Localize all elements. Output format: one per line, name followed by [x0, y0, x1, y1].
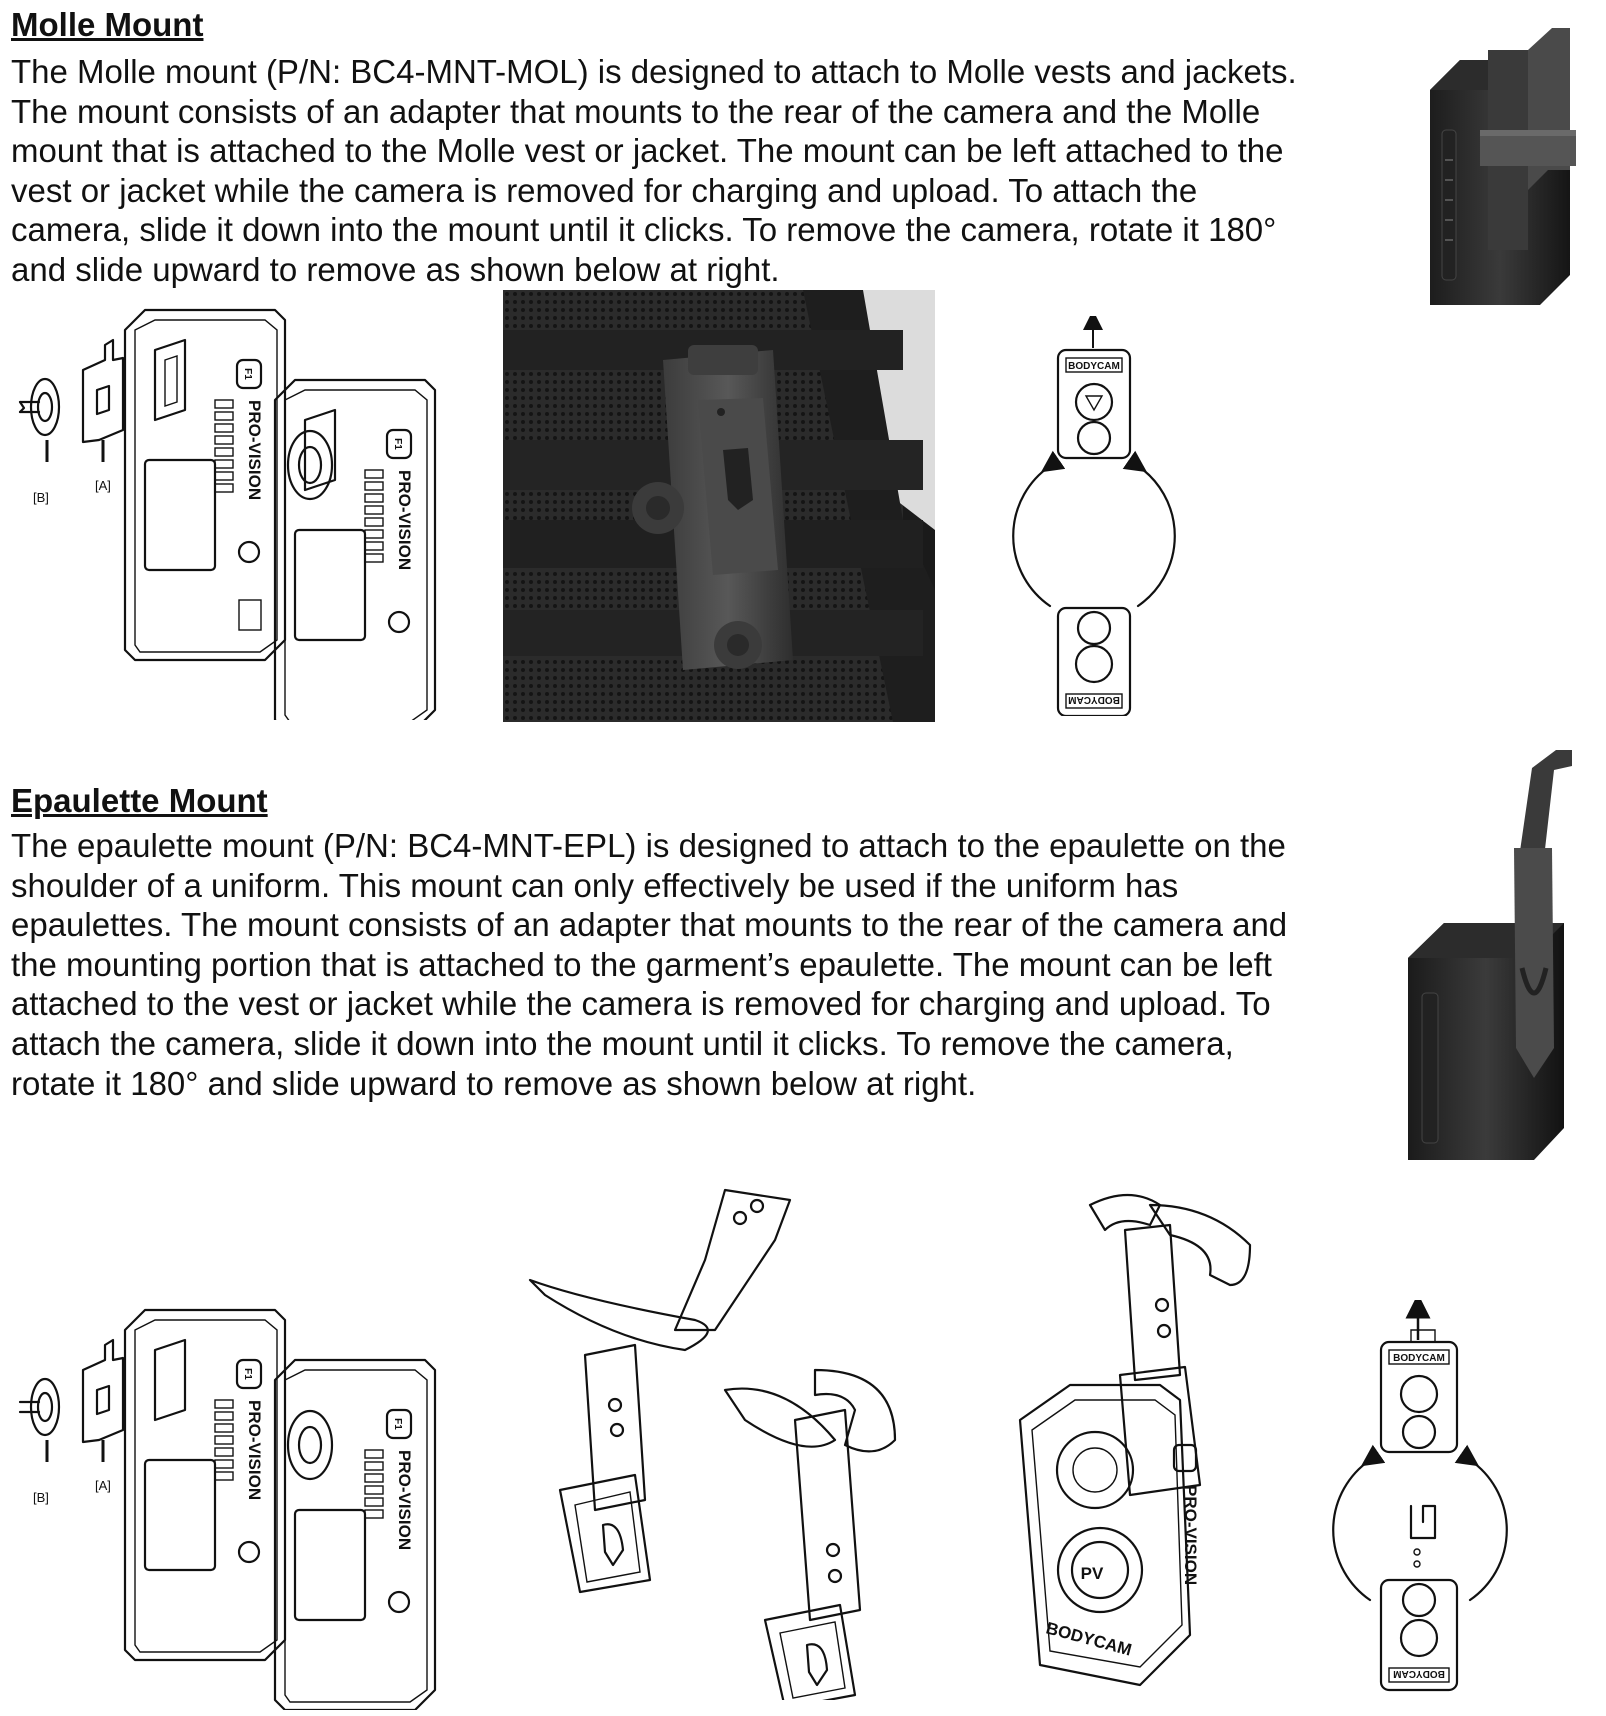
- screw-part-b-2: [B]: [18, 1377, 61, 1505]
- molle-product-photo: [1420, 20, 1580, 310]
- label-b: [B]: [33, 490, 49, 505]
- epaulette-paragraph: The epaulette mount (P/N: BC4-MNT-EPL) i…: [11, 826, 1287, 1103]
- svg-text:PRO-VISION: PRO-VISION: [245, 400, 264, 500]
- epaulette-line-1: The epaulette mount (P/N: BC4-MNT-EPL) i…: [11, 827, 1286, 864]
- molle-rotation-diagram: BODYCAM BODYCAM: [1000, 316, 1190, 716]
- epaulette-camera-front-diagram: PV BODYCAM PRO-VISION: [1010, 1185, 1270, 1695]
- epaulette-line-2: shoulder of a uniform. This mount can on…: [11, 866, 1179, 904]
- molle-paragraph: The Molle mount (P/N: BC4-MNT-MOL) is de…: [11, 52, 1297, 290]
- molle-adapter-diagram: [B] [A] F1 PRO-VISION: [15, 300, 485, 720]
- svg-text:F1: F1: [242, 1368, 253, 1380]
- svg-text:BODYCAM: BODYCAM: [1393, 1668, 1445, 1679]
- svg-text:BODYCAM: BODYCAM: [1393, 1353, 1445, 1364]
- molle-line-2: The mount consists of an adapter that mo…: [11, 92, 1261, 130]
- svg-text:F1: F1: [392, 438, 403, 450]
- svg-text:F1: F1: [392, 1418, 403, 1430]
- molle-heading: Molle Mount: [11, 6, 204, 43]
- molle-line-5: camera, slide it down into the mount unt…: [11, 211, 1277, 249]
- epaulette-line-3: epaulettes. The mount consists of an ada…: [11, 906, 1288, 944]
- svg-text:PRO-VISION: PRO-VISION: [395, 470, 414, 570]
- svg-text:PRO-VISION: PRO-VISION: [395, 1450, 414, 1550]
- camera-rear-4: F1 PRO-VISION: [273, 1358, 437, 1710]
- screw-part-b: [B]: [18, 377, 61, 505]
- svg-text:PV: PV: [1081, 1564, 1104, 1583]
- svg-text:F1: F1: [242, 368, 253, 380]
- molle-line-6: and slide upward to remove as shown belo…: [11, 250, 780, 288]
- epaulette-line-7: rotate it 180° and slide upward to remov…: [11, 1064, 977, 1102]
- epaulette-line-4: the mounting portion that is attached to…: [11, 945, 1272, 983]
- label-a: [A]: [95, 478, 111, 493]
- clip-part-a: [A]: [81, 338, 125, 493]
- clip-part-a-2: [A]: [81, 1338, 125, 1493]
- camera-rear-3: F1 PRO-VISION: [123, 1308, 287, 1662]
- svg-text:PRO-VISION: PRO-VISION: [1181, 1485, 1200, 1585]
- svg-text:BODYCAM: BODYCAM: [1068, 361, 1120, 372]
- mini-camera-bottom: BODYCAM: [1056, 606, 1132, 716]
- strap-mount-2: [723, 1368, 897, 1700]
- svg-text:BODYCAM: BODYCAM: [1068, 694, 1120, 705]
- molle-line-3: mount that is attached to the Molle vest…: [11, 132, 1284, 170]
- epaulette-heading: Epaulette Mount: [11, 782, 268, 819]
- epaulette-product-photo: [1404, 748, 1594, 1178]
- molle-line-4: vest or jacket while the camera is remov…: [11, 171, 1198, 209]
- svg-text:BODYCAM: BODYCAM: [1044, 1619, 1134, 1660]
- epaulette-strap-diagram: [525, 1180, 945, 1700]
- molle-vest-photo: [503, 290, 935, 722]
- camera-rear-2: F1 PRO-VISION: [273, 378, 437, 720]
- label-a-2: [A]: [95, 1478, 111, 1493]
- svg-text:PRO-VISION: PRO-VISION: [245, 1400, 264, 1500]
- mini-camera-top: BODYCAM: [1056, 348, 1132, 460]
- camera-rear-1: F1 PRO-VISION: [123, 308, 287, 662]
- epaulette-line-6: attach the camera, slide it down into th…: [11, 1024, 1234, 1062]
- epaulette-line-5: attached to the vest or jacket while the…: [11, 985, 1271, 1023]
- label-b-2: [B]: [33, 1490, 49, 1505]
- epaulette-adapter-diagram: [B] [A] F1 PRO-VISION F1 PRO: [15, 1300, 485, 1710]
- epaulette-rotation-diagram: BODYCAM BODYCAM: [1325, 1300, 1525, 1710]
- strap-mount-1: [528, 1188, 792, 1594]
- mini-camera-top-2: BODYCAM: [1379, 1329, 1459, 1454]
- molle-line-1: The Molle mount (P/N: BC4-MNT-MOL) is de…: [11, 53, 1297, 90]
- mini-camera-bottom-2: BODYCAM: [1379, 1578, 1459, 1692]
